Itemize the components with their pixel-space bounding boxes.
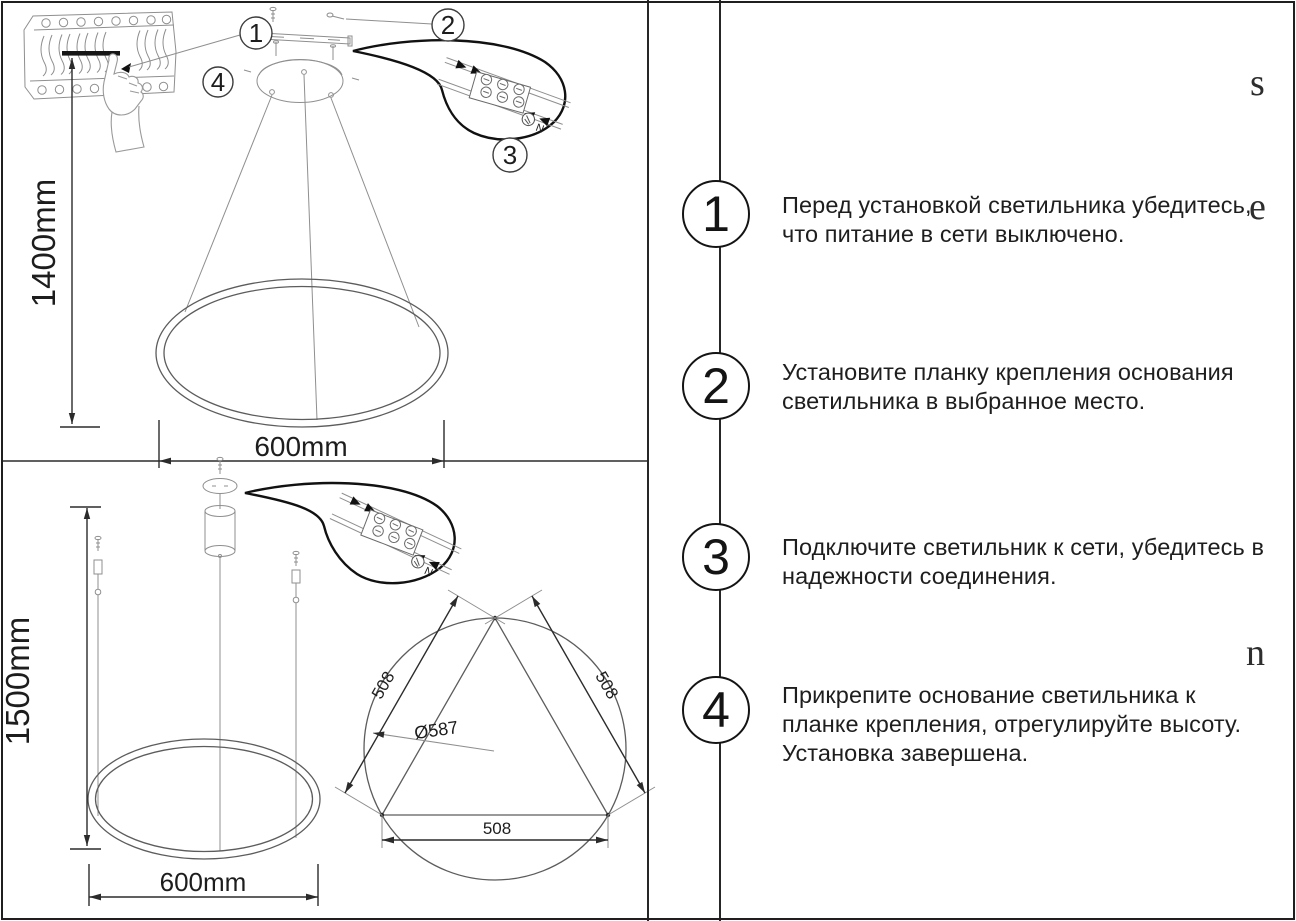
ceiling-canopy bbox=[243, 59, 360, 103]
callout-3-number: 3 bbox=[503, 140, 517, 170]
step-2-badge: 2 bbox=[682, 352, 750, 420]
spacing-right-label: 508 bbox=[591, 668, 622, 702]
step-4-line-3: Установка завершена. bbox=[782, 740, 1029, 766]
diagram-hanging-lamp-top: 1 2 3 4 1400mm 60 bbox=[23, 6, 572, 468]
spacing-left-label: 508 bbox=[368, 668, 399, 702]
step-1-text: Перед установкой светильника убедитесь, … bbox=[782, 191, 1252, 249]
ring-lamp-bottom bbox=[87, 738, 321, 860]
stray-letter-n: n bbox=[1246, 632, 1265, 674]
step-3-line-2: надежности соединения. bbox=[782, 563, 1057, 589]
callout-4-number: 4 bbox=[211, 67, 225, 97]
step-1-line-2: что питание в сети выключено. bbox=[782, 221, 1125, 247]
cable-adjuster-right bbox=[291, 550, 301, 604]
diameter-label: Ø587 bbox=[413, 717, 459, 743]
step-3-line-1: Подключите светильник к сети, убедитесь … bbox=[782, 534, 1265, 560]
width-dimension-bottom: 600mm bbox=[88, 864, 319, 906]
step-4-number: 4 bbox=[702, 682, 730, 738]
mounting-bar bbox=[258, 30, 353, 47]
step-4-badge: 4 bbox=[682, 676, 750, 744]
breaker-off-bar bbox=[62, 51, 120, 56]
step-1-number: 1 bbox=[702, 186, 730, 242]
cable-adjuster-left bbox=[93, 535, 103, 596]
step-2-text: Установите планку крепления основания св… bbox=[782, 358, 1234, 416]
step-3-number: 3 bbox=[702, 529, 730, 585]
height-dim-label-bottom: 1500mm bbox=[0, 617, 36, 745]
center-divider bbox=[647, 0, 649, 921]
bar-screws bbox=[269, 6, 345, 60]
height-dimension-top: 1400mm bbox=[25, 58, 100, 428]
step-2-number: 2 bbox=[702, 358, 730, 414]
mounting-top-view: 508 508 508 Ø587 bbox=[334, 589, 656, 881]
step-3-text: Подключите светильник к сети, убедитесь … bbox=[782, 533, 1264, 591]
width-dim-label-bottom: 600mm bbox=[160, 867, 247, 897]
step-1-badge: 1 bbox=[682, 180, 750, 248]
step-1-line-1: Перед установкой светильника убедитесь, bbox=[782, 192, 1252, 218]
cord-cylinder bbox=[204, 505, 236, 558]
callouts-top: 1 2 3 4 bbox=[202, 8, 528, 173]
step-2-line-2: светильника в выбранное место. bbox=[782, 388, 1146, 414]
leader-to-callout-2 bbox=[345, 18, 433, 25]
step-4-line-2: планке крепления, отрегулируйте высоту. bbox=[782, 711, 1242, 737]
spacing-bottom-label: 508 bbox=[483, 819, 511, 838]
stray-letter-s: s bbox=[1250, 62, 1265, 104]
height-dim-label-top: 1400mm bbox=[25, 179, 62, 307]
suspension-wires-bottom bbox=[97, 557, 297, 851]
installation-diagrams: N bbox=[0, 6, 656, 906]
leader-to-callout-1 bbox=[128, 34, 241, 68]
suspension-wires bbox=[184, 74, 420, 421]
hand-arrow bbox=[121, 63, 131, 73]
pointing-hand bbox=[102, 53, 145, 153]
width-dimension-top: 600mm bbox=[158, 420, 445, 468]
height-dimension-bottom: 1500mm bbox=[0, 506, 101, 850]
step-4-line-1: Прикрепите основание светильника к bbox=[782, 682, 1196, 708]
width-dim-label-top: 600mm bbox=[254, 431, 347, 462]
diagram-hanging-lamp-bottom: 1500mm 600mm bbox=[0, 456, 656, 906]
ring-lamp-top bbox=[155, 278, 449, 428]
step-3-badge: 3 bbox=[682, 523, 750, 591]
detail-balloon-bottom bbox=[244, 481, 456, 585]
callout-2-number: 2 bbox=[441, 10, 455, 40]
steps-spine bbox=[719, 0, 721, 921]
step-2-line-1: Установите планку крепления основания bbox=[782, 359, 1234, 385]
step-4-text: Прикрепите основание светильника к планк… bbox=[782, 681, 1241, 768]
callout-1-number: 1 bbox=[249, 18, 263, 48]
ceiling-cup bbox=[202, 456, 238, 509]
stray-letter-e: e bbox=[1249, 186, 1266, 228]
